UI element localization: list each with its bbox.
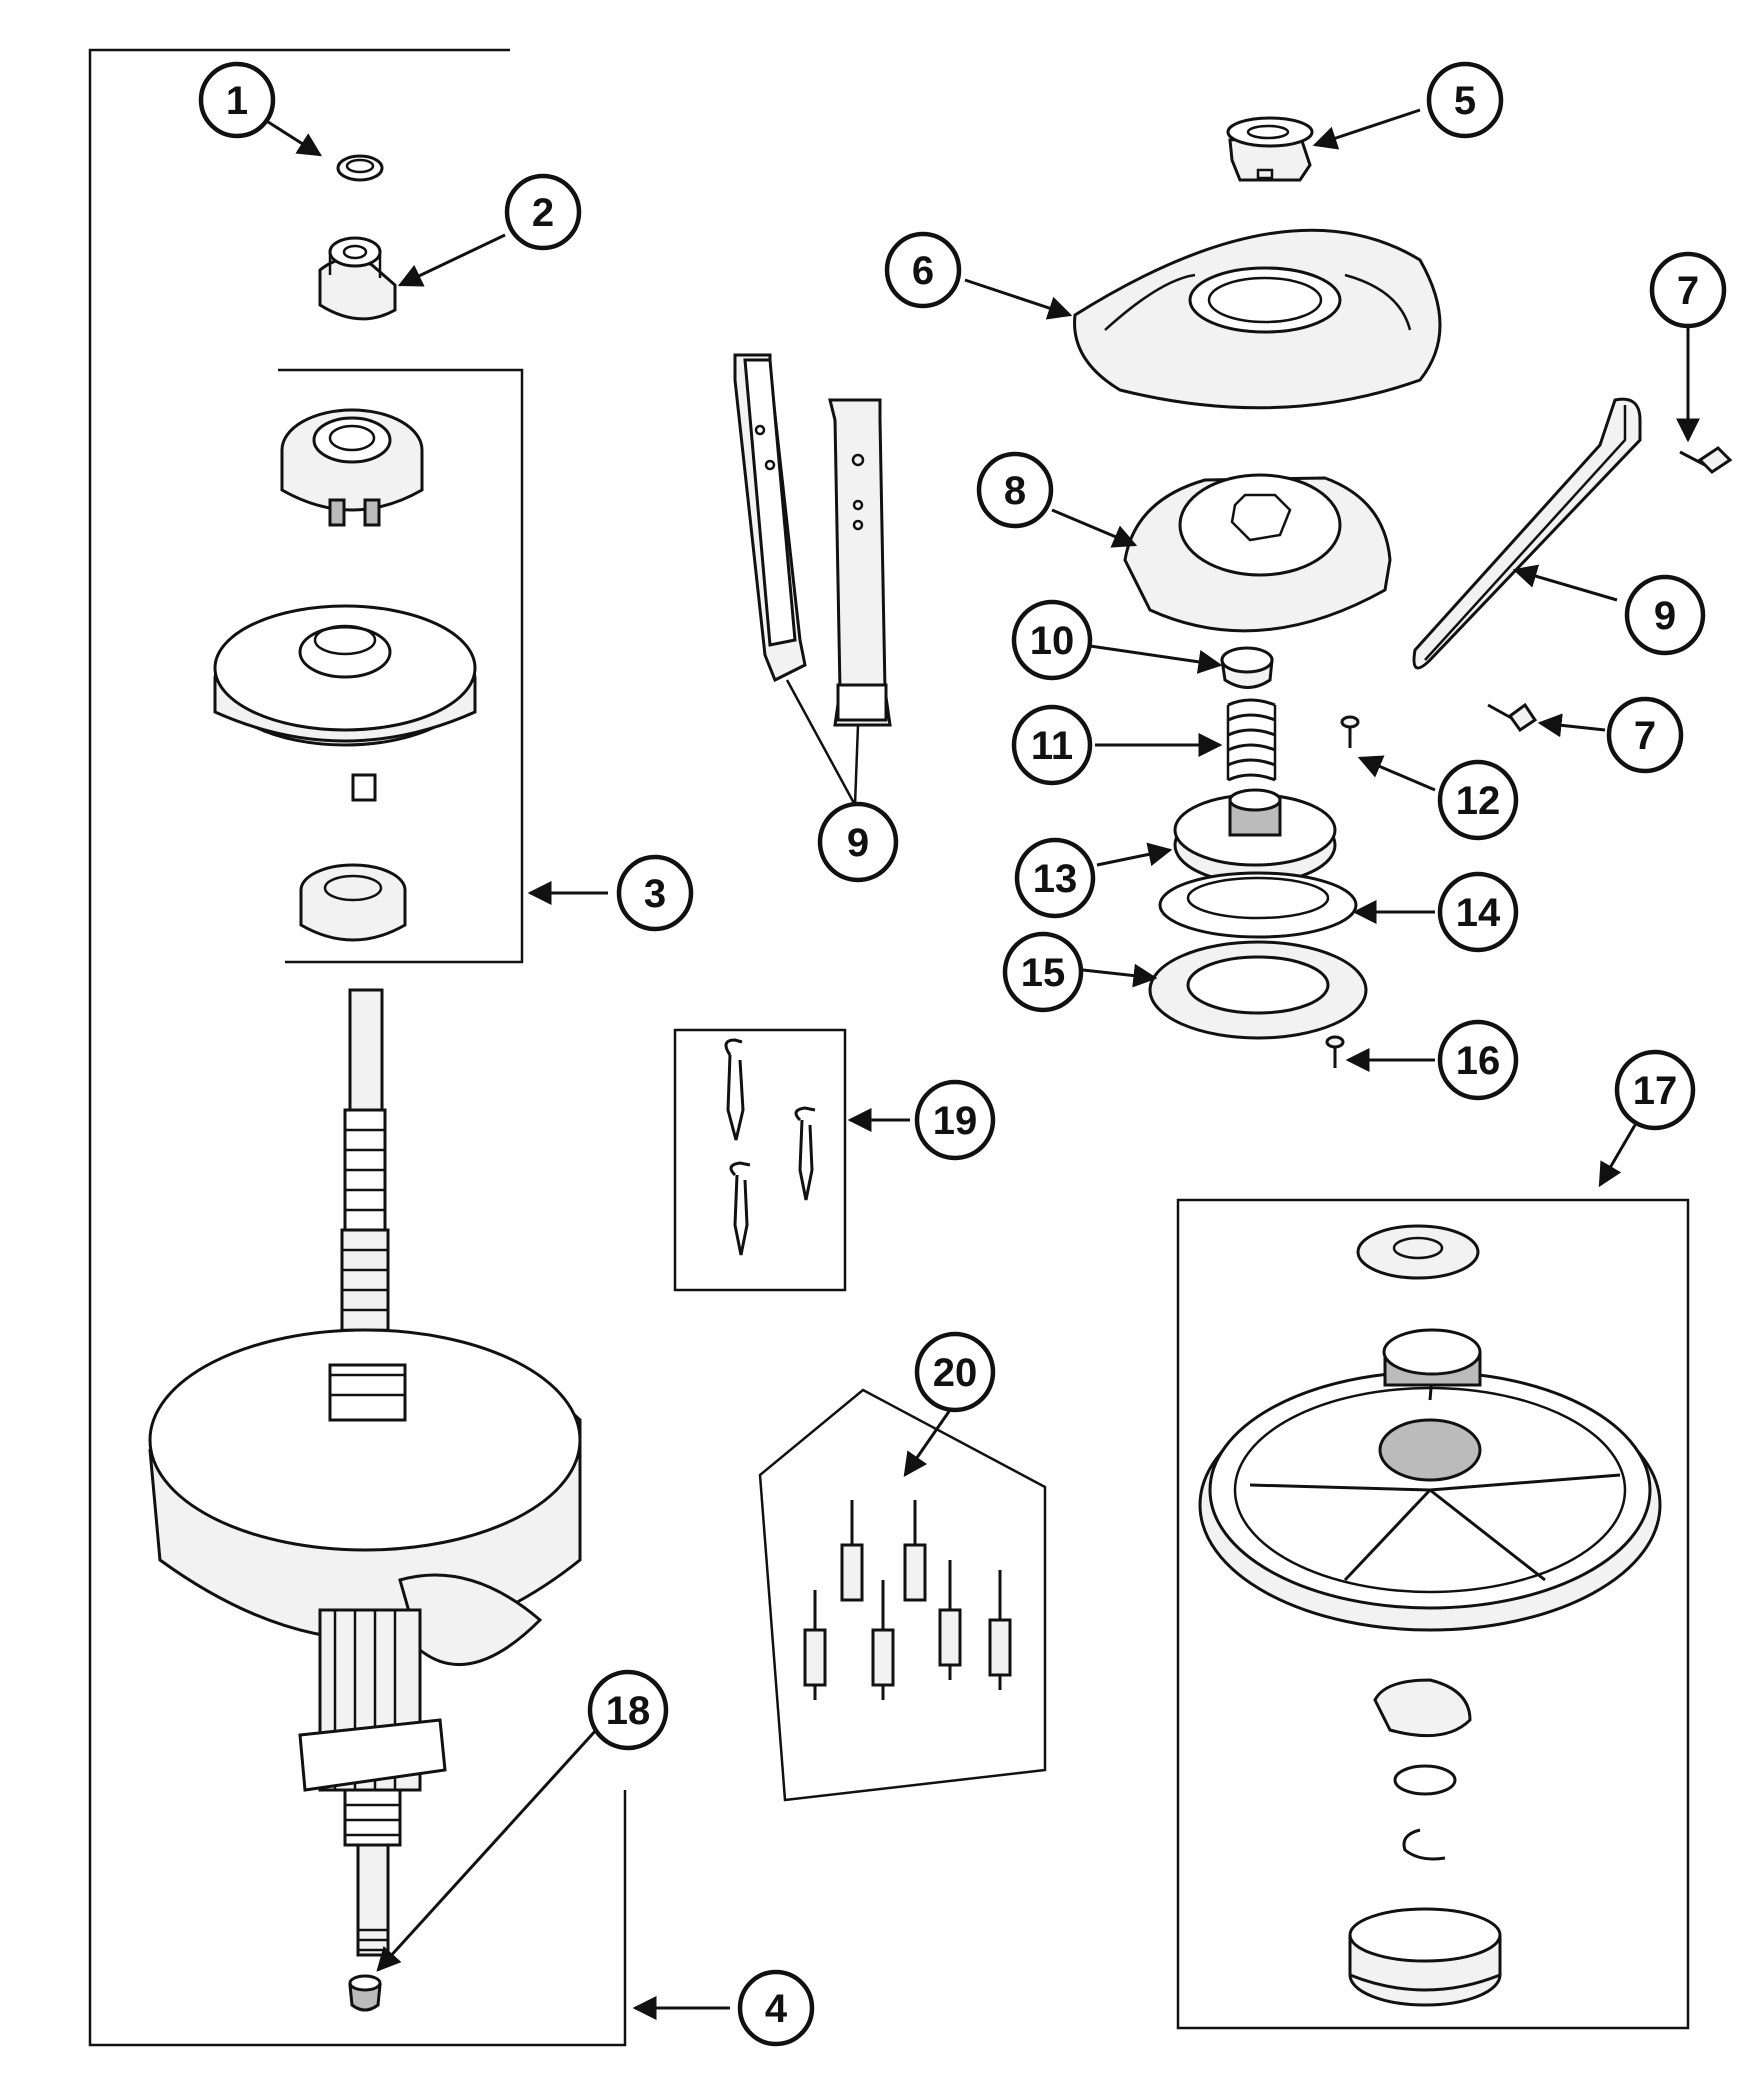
callout-18: 18 (587, 1669, 669, 1751)
part-1-ring (336, 154, 384, 182)
part-12-screw (1340, 715, 1360, 748)
leader-lines (264, 108, 1700, 2020)
part-2-nut (318, 236, 397, 321)
svg-text:4: 4 (765, 1987, 788, 2031)
callout-4: 4 (737, 1969, 815, 2047)
svg-text:10: 10 (1030, 619, 1075, 663)
svg-text:13: 13 (1033, 857, 1078, 901)
callout-1: 1 (198, 61, 276, 139)
svg-text:14: 14 (1456, 891, 1501, 935)
part-7-screw-bottom (1487, 702, 1538, 733)
svg-text:3: 3 (644, 872, 666, 916)
part-17-pulley-kit-box (1176, 1198, 1690, 2030)
callout-2: 2 (504, 173, 582, 251)
svg-text:11: 11 (1031, 724, 1073, 768)
svg-text:6: 6 (912, 249, 934, 293)
part-15-ring (1148, 940, 1368, 1040)
svg-text:2: 2 (532, 191, 554, 235)
svg-text:7: 7 (1634, 714, 1656, 758)
callout-10: 10 (1011, 599, 1093, 681)
callout-9a: 9 (817, 801, 899, 883)
svg-text:9: 9 (847, 821, 869, 865)
part-3-hub-assembly (213, 408, 477, 942)
callout-20: 20 (914, 1331, 996, 1413)
callout-16: 16 (1437, 1019, 1519, 1101)
part-5-cap (1226, 116, 1314, 182)
part-7-screw-top (1679, 446, 1733, 474)
svg-text:17: 17 (1633, 1069, 1678, 1113)
callout-8: 8 (976, 451, 1054, 529)
callout-7a: 7 (1649, 251, 1727, 329)
callout-6: 6 (884, 231, 962, 309)
callout-14: 14 (1437, 871, 1519, 953)
part-11-spring (1226, 698, 1277, 782)
callout-13: 13 (1014, 837, 1096, 919)
svg-text:12: 12 (1456, 779, 1501, 823)
part-6-cover-plate (1073, 228, 1442, 410)
part-13-pulley-hub (1173, 788, 1337, 885)
svg-text:16: 16 (1456, 1039, 1501, 1083)
svg-text:9: 9 (1654, 594, 1676, 638)
callout-7b: 7 (1606, 696, 1684, 774)
callout-5: 5 (1426, 61, 1504, 139)
left-assembly-bracket (88, 48, 627, 2047)
svg-text:1: 1 (226, 79, 248, 123)
callout-9b: 9 (1624, 574, 1706, 656)
svg-text:5: 5 (1454, 79, 1476, 123)
callout-3: 3 (616, 854, 694, 932)
callout-19: 19 (914, 1079, 996, 1161)
svg-text:19: 19 (933, 1099, 978, 1143)
callout-17: 17 (1614, 1049, 1696, 1131)
part-18-nut (348, 1974, 382, 2012)
part-20-spring-bag (758, 1388, 1047, 1802)
part-8-cone-housing (1123, 473, 1392, 633)
callout-12: 12 (1437, 759, 1519, 841)
svg-text:8: 8 (1004, 469, 1026, 513)
part-14-ring (1158, 871, 1358, 939)
part-9-arm-pair (733, 353, 892, 727)
transmission-body (148, 988, 582, 1957)
part-10-cup (1220, 646, 1274, 689)
svg-text:7: 7 (1677, 269, 1699, 313)
part-19-hook-box (673, 1028, 847, 1292)
svg-text:15: 15 (1021, 951, 1066, 995)
callout-11: 11 (1011, 704, 1093, 786)
callout-15: 15 (1002, 931, 1084, 1013)
svg-text:18: 18 (606, 1689, 651, 1733)
part-16-screw (1325, 1035, 1345, 1068)
part-9-long-arm (1412, 397, 1642, 670)
item3-bracket (278, 368, 524, 964)
svg-text:20: 20 (933, 1351, 978, 1395)
